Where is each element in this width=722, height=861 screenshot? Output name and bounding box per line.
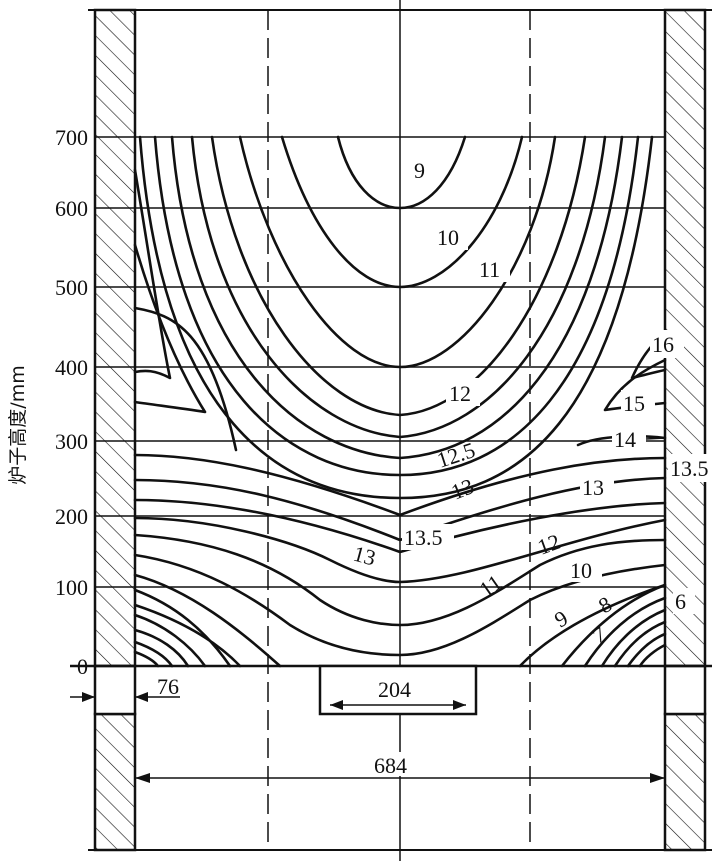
- dim-684-label: 684: [374, 753, 407, 778]
- contour-label-12-right: 12: [534, 529, 563, 560]
- left-furnace-wall: [93, 8, 137, 852]
- label-bg: [612, 426, 646, 452]
- contour-label-11: 11: [479, 257, 500, 282]
- fan-left-4: [133, 640, 174, 668]
- dimension-204: 204: [318, 664, 478, 716]
- fan-left-3: [133, 628, 190, 668]
- contour-label-16: 16: [652, 332, 674, 357]
- dimension-684: 684: [135, 752, 665, 783]
- dim-76-arrowhead-left: [82, 692, 95, 702]
- contour-10: [280, 135, 524, 289]
- contour-label-14: 14: [614, 427, 636, 452]
- contour-12-lower: [133, 533, 667, 627]
- fan-right-5: [626, 632, 667, 668]
- contour-label-10: 10: [437, 225, 459, 250]
- contour-label-11-lower: 11: [475, 569, 507, 602]
- y-tick-200: 200: [55, 504, 88, 529]
- contour-13-5-mid: [133, 498, 667, 554]
- contour-label-13-5-right: 13.5: [670, 456, 709, 481]
- label-bg: [376, 676, 424, 700]
- right-side-port: [663, 664, 707, 716]
- y-tick-300: 300: [55, 429, 88, 454]
- dim-204-arrowhead-right: [453, 700, 466, 710]
- contour-11b: [210, 135, 587, 417]
- left-side-port: [93, 664, 137, 716]
- fan-right-9: [560, 583, 667, 668]
- contour-11a: [238, 135, 557, 369]
- contour-13: [138, 135, 654, 500]
- dim-684-arrowhead-left: [135, 773, 150, 783]
- leader-14: [645, 437, 666, 440]
- y-tick-0: 0: [77, 654, 88, 679]
- fan-right-6: [613, 620, 667, 668]
- contour-left-wedge-b: [133, 243, 207, 414]
- label-bg: [580, 474, 614, 500]
- right-furnace-wall: [663, 8, 707, 852]
- y-tick-600: 600: [55, 196, 88, 221]
- y-tick-500: 500: [55, 275, 88, 300]
- y-tick-labels: 700 600 500 400 300 200 100 0: [55, 125, 88, 679]
- contour-label-13-right: 13: [582, 475, 604, 500]
- y-tick-700: 700: [55, 125, 88, 150]
- fan-left-1: [133, 588, 232, 668]
- y-tick-100: 100: [55, 575, 88, 600]
- label-bg: [673, 588, 695, 614]
- label-bg: [410, 152, 436, 182]
- fan-left-2: [133, 613, 207, 668]
- contour-label-9-lower: 9: [550, 605, 572, 632]
- leader-15: [654, 402, 666, 405]
- contour-label-9: 9: [414, 158, 425, 183]
- label-bg: [568, 556, 602, 582]
- fan-right-8: [583, 596, 667, 668]
- contour-left-wedge-c: [133, 306, 238, 452]
- label-bg: [446, 378, 480, 406]
- label-leaders: [645, 402, 666, 440]
- dim-204-label: 204: [378, 677, 411, 702]
- dimension-76: 76: [70, 674, 180, 702]
- contour-label-12: 12: [449, 381, 471, 406]
- contour-12-5: [153, 135, 640, 477]
- contour-13-5-upper: [133, 453, 667, 517]
- contour-label-15: 15: [623, 391, 645, 416]
- contour-label-6: 6: [675, 589, 686, 614]
- dim-76-arrowhead-right: [135, 692, 148, 702]
- contour-left-wedge-a: [133, 168, 172, 380]
- label-bg: [650, 330, 684, 358]
- contour-label-12-5: 12.5: [434, 437, 478, 473]
- contour-10-lower-right: [518, 583, 667, 668]
- contour-label-13-center: 13: [448, 473, 478, 504]
- contour-label-13-left: 13: [351, 541, 379, 571]
- y-axis-title: 炉子高度/mm: [7, 365, 29, 484]
- contour-9: [336, 135, 467, 210]
- contour-lower-left-b: [133, 603, 242, 668]
- contour-11-lower: [133, 553, 667, 657]
- contour-lines: [133, 135, 667, 668]
- contour-12a: [170, 135, 624, 460]
- contour-lower-left-a: [133, 573, 282, 668]
- contour-label-10-lower: 10: [570, 558, 592, 583]
- y-tick-400: 400: [55, 355, 88, 380]
- label-bg: [434, 222, 468, 250]
- fan-right-4: [638, 643, 667, 668]
- fan-right-7: [600, 608, 667, 668]
- label-bg: [621, 390, 655, 416]
- label-bg: [402, 524, 454, 550]
- bottom-inlet: [318, 664, 478, 716]
- contour-13-lower: [133, 516, 667, 584]
- label-bg: [668, 454, 720, 482]
- contour-12: [190, 135, 607, 439]
- height-gridlines: [95, 136, 665, 588]
- label-bg: [372, 752, 424, 776]
- contour-label-13-5-center: 13.5: [404, 525, 443, 550]
- dim-76-label: 76: [157, 674, 179, 699]
- dim-684-arrowhead-right: [650, 773, 665, 783]
- label-bg: [476, 254, 510, 282]
- fan-left-5: [133, 650, 160, 668]
- dim-204-arrowhead-left: [330, 700, 343, 710]
